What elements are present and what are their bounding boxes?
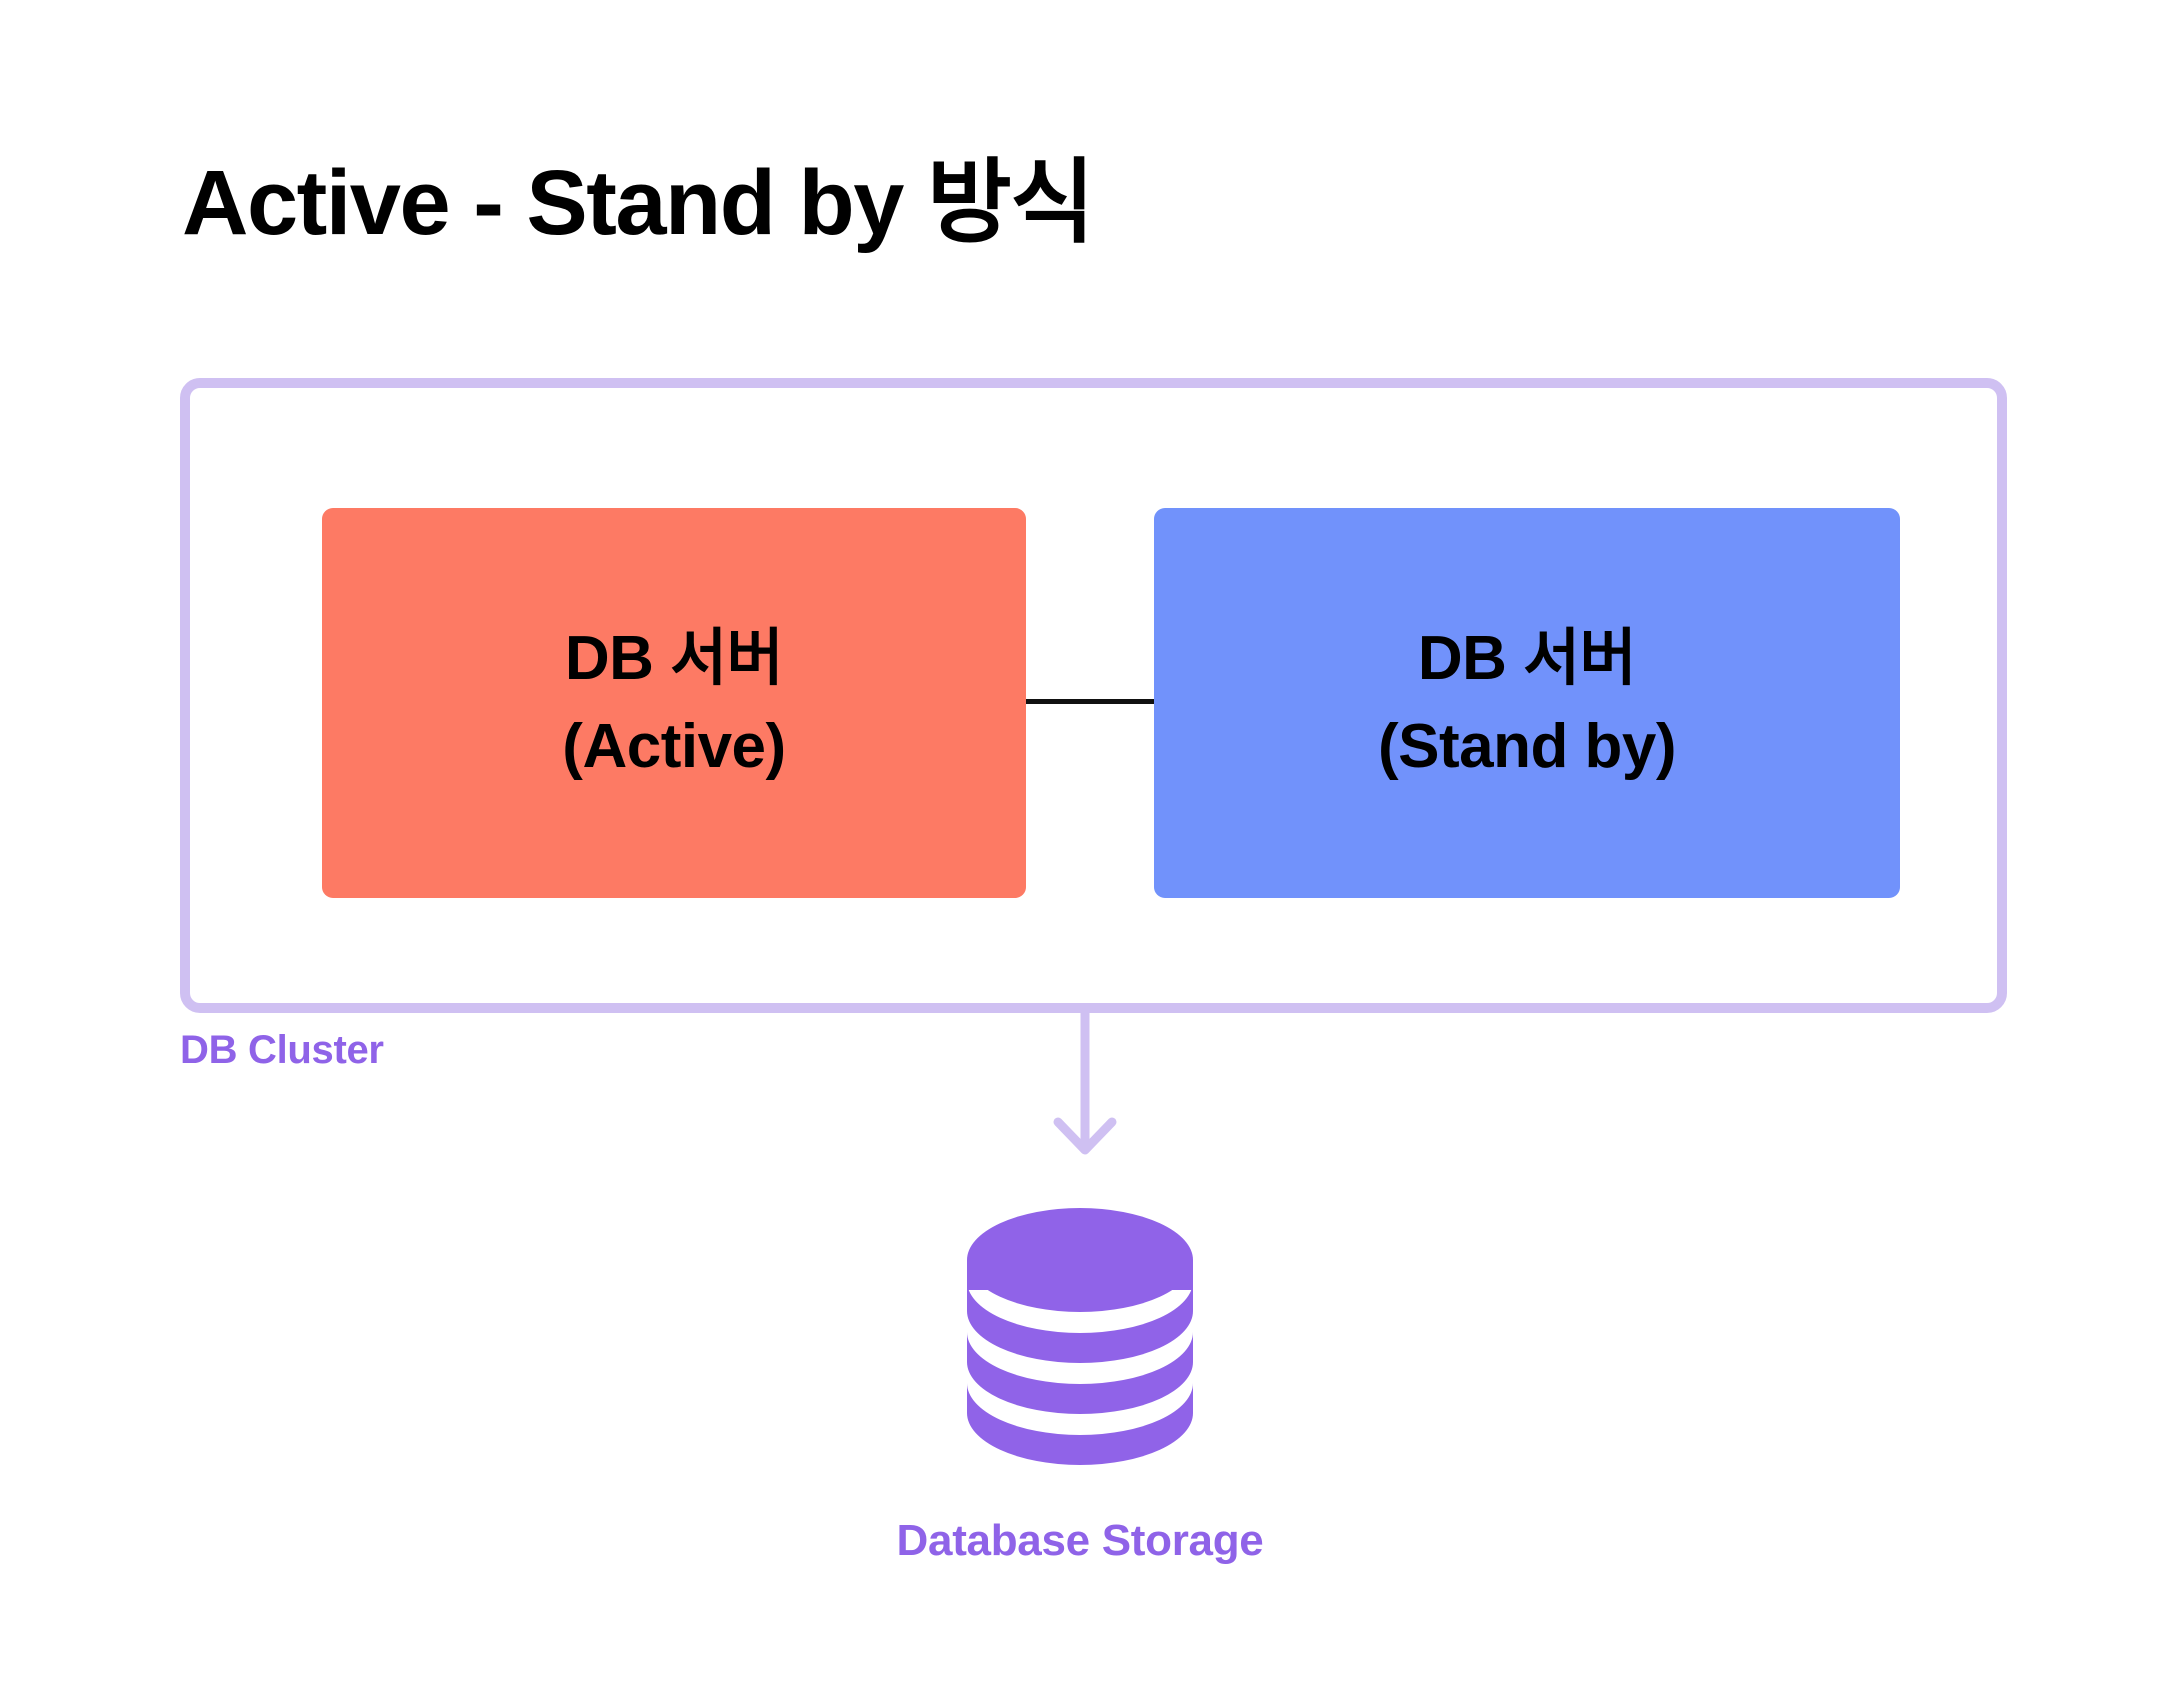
db-server-active-line2: (Active) bbox=[562, 712, 786, 781]
page-title: Active - Stand by 방식 bbox=[182, 152, 1095, 254]
cluster-to-storage-arrow-icon bbox=[1053, 1005, 1117, 1155]
database-cylinder-icon bbox=[967, 1208, 1193, 1465]
db-server-standby-node[interactable]: DB 서버 (Stand by) bbox=[1154, 508, 1900, 898]
db-server-standby-line1: DB 서버 bbox=[1417, 623, 1637, 693]
db-cluster-container: DB 서버 (Active) DB 서버 (Stand by) bbox=[180, 378, 2007, 1013]
db-server-standby-line2: (Stand by) bbox=[1377, 712, 1677, 781]
node-replication-connector bbox=[1026, 699, 1154, 704]
database-storage-label: Database Storage bbox=[896, 1516, 1264, 1565]
db-server-active-line1: DB 서버 bbox=[564, 623, 784, 693]
db-cluster-label: DB Cluster bbox=[180, 1028, 384, 1072]
db-server-active-node[interactable]: DB 서버 (Active) bbox=[322, 508, 1026, 898]
